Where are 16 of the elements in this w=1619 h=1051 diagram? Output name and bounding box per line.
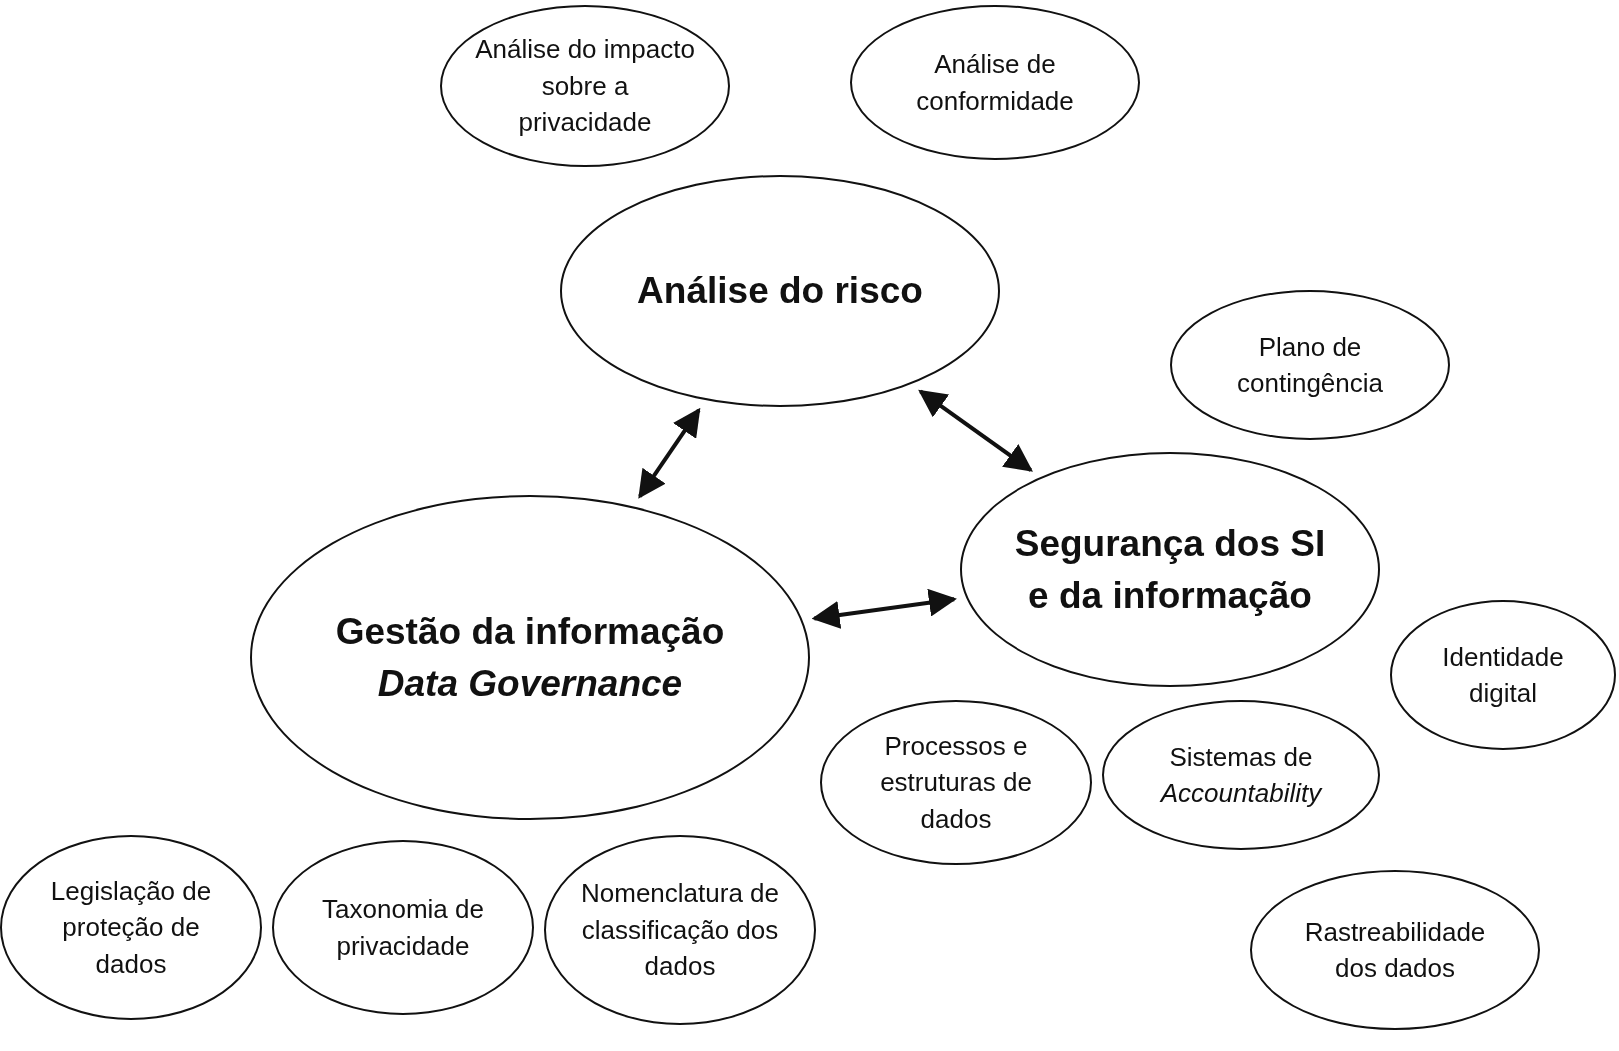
double-arrow: [811, 588, 957, 629]
node-label: Taxonomia de privacidade: [321, 893, 485, 963]
double-arrow: [638, 407, 701, 499]
node-label: Nomenclatura de classificação dos dados: [580, 877, 780, 984]
node-label: Processos e estruturas de dados: [879, 729, 1033, 836]
node-label: Segurança dos SI e da informação: [1013, 521, 1327, 618]
node-label: Gestão da informação Data Governance: [334, 609, 726, 706]
node-label: Análise de conformidade: [915, 48, 1075, 118]
node-label: Rastreabilidade dos dados: [1303, 915, 1487, 985]
node-label: Legislação de proteção de dados: [49, 874, 213, 981]
node-label: Identidade digital: [1441, 640, 1565, 710]
node-label: Sistemas de Accountability: [1158, 740, 1324, 810]
node-label: Plano de contingência: [1236, 330, 1384, 400]
node-label: Análise do risco: [637, 269, 923, 314]
node-label: Análise do impacto sobre a privacidade: [475, 33, 695, 140]
double-arrow: [918, 389, 1033, 472]
